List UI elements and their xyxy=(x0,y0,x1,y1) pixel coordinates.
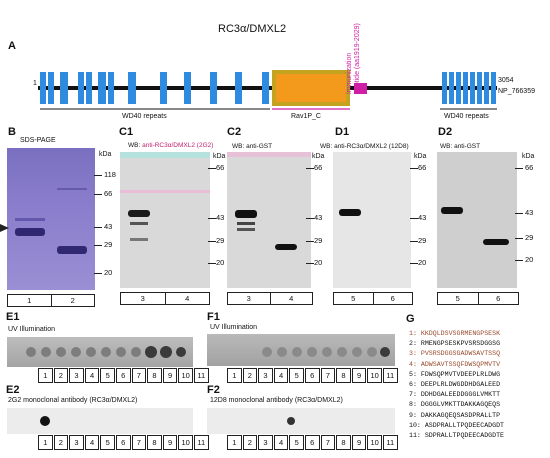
d1-marker-66: 66 xyxy=(418,163,427,172)
wd40-left-blocks xyxy=(40,72,269,104)
marker-66: 66 xyxy=(104,189,113,198)
rav1p-domain-inner xyxy=(276,74,346,102)
marker-29: 29 xyxy=(104,240,113,249)
accession-number: NP_766359 xyxy=(498,88,535,95)
d2-marker-20: 20 xyxy=(525,255,534,264)
sequence-start: 1 xyxy=(33,80,37,87)
peptide-row: 3: PVSRSDGGSGADWSAVTSSQ xyxy=(409,350,501,358)
immunization-peptide-mark xyxy=(354,83,367,94)
antibody-strip-e2 xyxy=(7,408,193,434)
d1-marker-29: 29 xyxy=(418,236,427,245)
blot-c2 xyxy=(227,152,311,288)
panel-b-kda: kDa xyxy=(99,151,112,158)
panel-f2-letter: F2 xyxy=(207,384,220,396)
panel-c2-letter: C2 xyxy=(227,126,242,138)
marker-43: 43 xyxy=(104,222,113,231)
panel-d1-wb: WB: anti-RC3α/DMXL2 (12D8) xyxy=(320,143,409,150)
panel-g-letter: G xyxy=(406,313,415,325)
sequence-end: 3054 xyxy=(498,77,514,84)
panel-d2-kda: kDa xyxy=(522,153,535,160)
peptide-row: 4: ADWSAVTSSQFDWSQPMVTV xyxy=(409,360,501,368)
uv-strip-e1 xyxy=(7,337,193,367)
peptide-row: 1: KKDQLDSVSGRMENGPSESK xyxy=(409,330,501,337)
peptide-row: 5: FDWSQPMVTVDEEPLRLDWG xyxy=(409,370,501,378)
panel-f1-letter: F1 xyxy=(207,311,220,323)
peptide-row: 11: SDPRALLTPQDEECADGDTE xyxy=(409,432,504,440)
antibody-strip-f2 xyxy=(207,408,395,434)
c2-marker-66: 66 xyxy=(314,163,323,172)
peptide-row: 7: DDHDGALEEDDGGGLVMKTT xyxy=(409,391,501,399)
panel-e2-letter: E2 xyxy=(6,384,20,396)
domain-diagram xyxy=(38,70,497,110)
panel-c1-letter: C1 xyxy=(119,126,134,138)
peptide-list: 1: KKDQLDSVSGRMENGPSESK 2: RMENGPSESKPVS… xyxy=(409,329,547,441)
marker-118: 118 xyxy=(104,170,116,179)
blot-c1 xyxy=(120,152,210,288)
sds-page-gel xyxy=(7,148,95,290)
rav1p-label: Rav1P_C xyxy=(291,113,321,120)
c1-marker-66: 66 xyxy=(216,163,225,172)
wd40-left-label: WD40 repeats xyxy=(122,113,167,120)
panel-c2-kda: kDa xyxy=(312,153,325,160)
c2-marker-29: 29 xyxy=(314,236,323,245)
c1-marker-29: 29 xyxy=(216,236,225,245)
protein-title: RC3α/DMXL2 xyxy=(218,23,287,35)
peptide-row: 8: DGGGLVMKTTDAKKAGQEQS xyxy=(409,401,501,409)
panel-f2-title: 12D8 monoclonal antibody (RC3α/DMXL2) xyxy=(210,397,343,404)
panel-e1-title: UV Illumination xyxy=(8,326,56,333)
wd40-right-label: WD40 repeats xyxy=(444,113,489,120)
panel-c1-kda: kDa xyxy=(213,153,226,160)
panel-d2-wb: WB: anti-GST xyxy=(440,143,481,150)
panel-a-letter: A xyxy=(8,40,16,52)
d2-marker-29: 29 xyxy=(525,233,534,242)
band-arrow-icon xyxy=(0,224,9,232)
blot-d1 xyxy=(333,152,411,288)
d1-marker-20: 20 xyxy=(418,258,427,267)
sds-page-title: SDS-PAGE xyxy=(20,137,56,144)
panel-d2-letter: D2 xyxy=(438,126,453,138)
panel-e2-title: 2G2 monoclonal antibody (RC3α/DMXL2) xyxy=(8,397,138,404)
c1-marker-43: 43 xyxy=(216,213,225,222)
blot-d2 xyxy=(437,152,517,288)
c2-marker-43: 43 xyxy=(314,213,323,222)
uv-strip-f1 xyxy=(207,334,395,366)
panel-d1-letter: D1 xyxy=(335,126,350,138)
d2-marker-43: 43 xyxy=(525,208,534,217)
marker-20: 20 xyxy=(104,268,113,277)
panel-b-letter: B xyxy=(8,126,16,138)
peptide-row: 9: DAKKAGQEQSASDPRALLTP xyxy=(409,411,501,419)
peptide-row: 6: DEEPLRLDWGDDHDGALEED xyxy=(409,381,501,389)
panel-c2-wb: WB: anti-GST xyxy=(232,143,273,150)
d1-marker-43: 43 xyxy=(418,213,427,222)
immunization-label: immunization peptide (aa1919-2029) xyxy=(346,23,361,94)
c1-marker-20: 20 xyxy=(216,258,225,267)
panel-f1-title: UV Illumination xyxy=(210,324,258,331)
panel-e1-letter: E1 xyxy=(6,311,20,323)
peptide-row: 10: ASDPRALLTPQDEECADGDT xyxy=(409,421,504,429)
immunization-label-wrapper: immunization peptide (aa1919-2029) xyxy=(346,23,366,94)
d2-marker-66: 66 xyxy=(525,163,534,172)
peptide-row: 2: RMENGPSESKPVSRSDGGSG xyxy=(409,340,501,348)
panel-d1-kda: kDa xyxy=(414,153,427,160)
c2-marker-20: 20 xyxy=(314,258,323,267)
wd40-right-blocks xyxy=(442,72,496,104)
panel-c1-wb: WB: anti-RC3α/DMXL2 (2G2) xyxy=(128,142,214,149)
